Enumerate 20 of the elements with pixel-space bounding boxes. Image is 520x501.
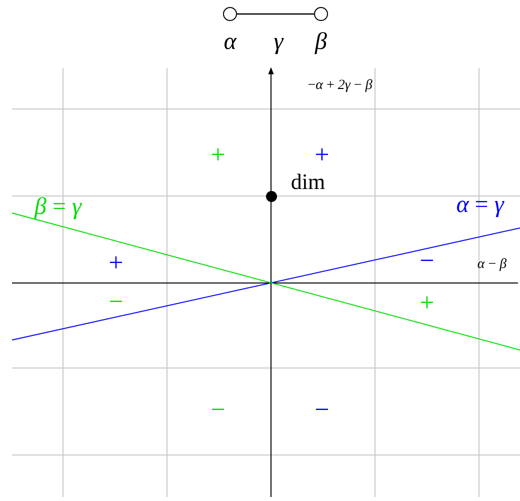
axis-label: α − β [477,258,507,272]
node-circle [223,7,237,21]
line-label: β = γ [34,195,82,219]
sign-label: − [210,397,226,423]
sign-label: − [420,248,434,274]
sign-label: − [108,289,124,315]
node-label: β [315,30,327,54]
sign-label: + [108,250,124,276]
axis-label: −α + 2γ − β [308,79,372,93]
sign-label: + [314,142,330,168]
sign-label: + [420,290,434,316]
sign-label: − [314,397,330,423]
line-label: α = γ [456,193,504,217]
sign-label: + [210,142,226,168]
node-label: α [224,30,236,54]
node-circle [314,7,328,21]
edge-label: γ [274,30,284,54]
connector-line [237,13,314,15]
point-marker [266,190,276,202]
node-label: dim [290,171,326,193]
